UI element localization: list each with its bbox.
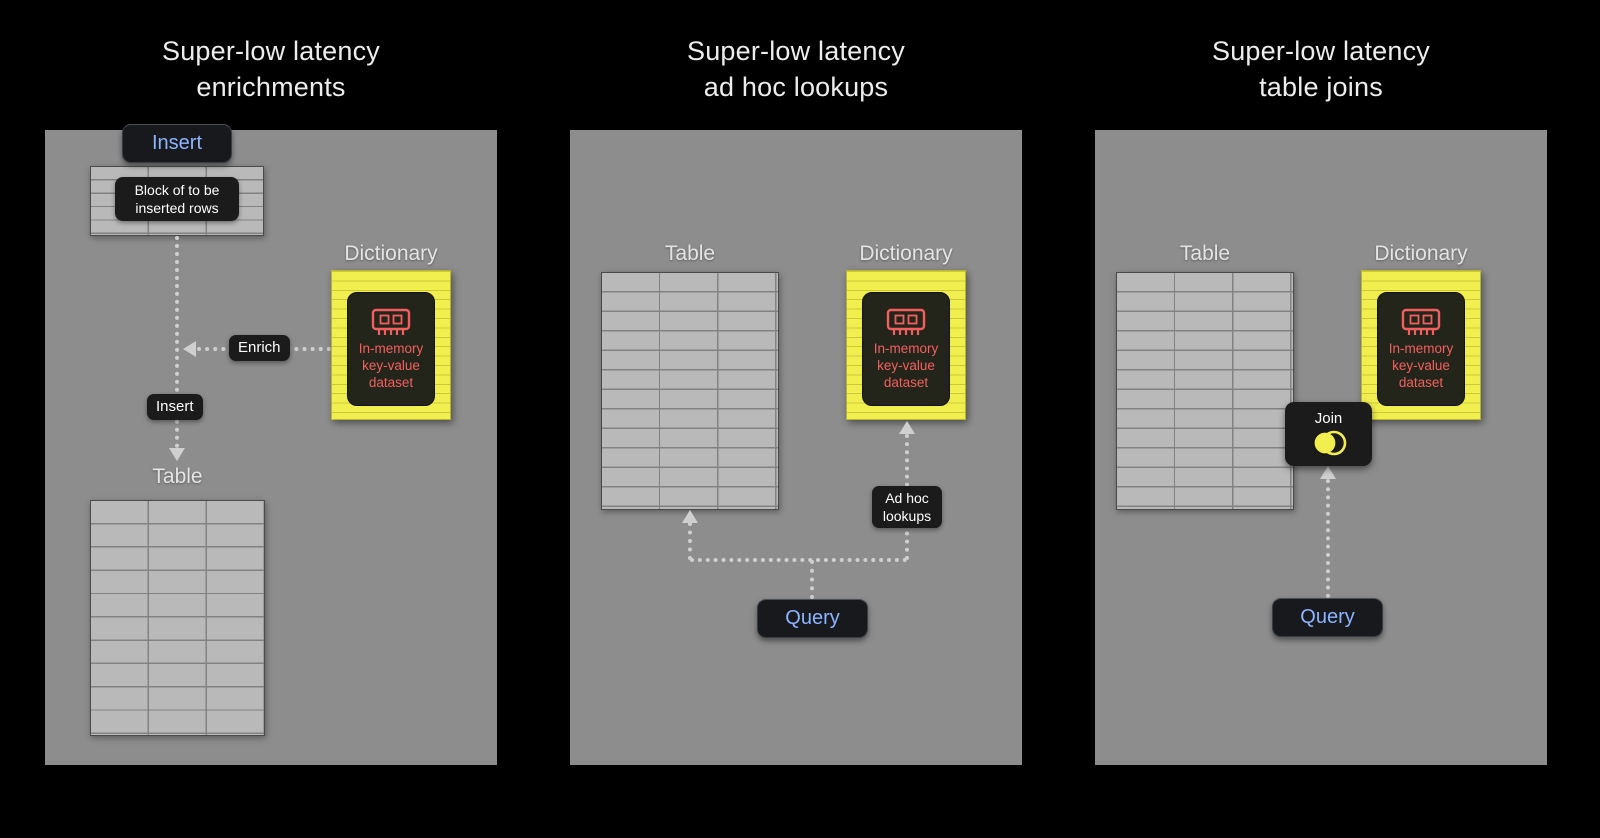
dictionary-text: In-memory key-value dataset <box>358 340 424 391</box>
in-memory-dataset-card: In-memory key-value dataset <box>862 292 950 406</box>
join-arrowhead-icon <box>1320 466 1336 479</box>
title-line-1: Super-low latency <box>161 36 380 66</box>
query-branch-line <box>690 558 907 562</box>
table-grid <box>90 500 265 736</box>
dictionary-text: In-memory key-value dataset <box>1388 340 1454 391</box>
join-venn-icon <box>1312 430 1346 456</box>
table-arrowhead-icon <box>682 510 698 523</box>
title-adhoc-lookups: Super-low latency ad hoc lookups <box>570 33 1022 105</box>
query-button-label: Query <box>1300 606 1355 628</box>
insert-arrowhead-icon <box>169 448 185 461</box>
table-label: Table <box>152 465 203 488</box>
dictionary-box: In-memory key-value dataset <box>331 270 451 420</box>
memory-icon <box>1401 308 1441 335</box>
insert-flow-line <box>175 236 179 448</box>
query-stem-line <box>810 560 814 599</box>
insert-button[interactable]: Insert <box>122 124 232 163</box>
title-enrichments: Super-low latency enrichments <box>45 33 497 105</box>
insert-flow-label: Insert <box>147 394 203 420</box>
dictionary-label: Dictionary <box>344 242 438 265</box>
panel-table-joins: Table Dictionary In-memory key-value dat… <box>1095 130 1547 765</box>
panel-enrichments: Insert Block of to be inserted rows Enri… <box>45 124 497 765</box>
query-button[interactable]: Query <box>757 599 868 638</box>
dictionary-box: In-memory key-value dataset <box>1361 270 1481 420</box>
dictionary-label: Dictionary <box>859 242 953 265</box>
in-memory-dataset-card: In-memory key-value dataset <box>347 292 435 406</box>
join-label: Join <box>1314 410 1343 427</box>
dictionary-text: In-memory key-value dataset <box>873 340 939 391</box>
title-line-1: Super-low latency <box>686 36 905 66</box>
table-label: Table <box>1179 242 1231 265</box>
memory-icon <box>886 308 926 335</box>
join-node: Join <box>1285 402 1372 466</box>
adhoc-lookups-label: Ad hoc lookups <box>872 486 942 529</box>
table-label: Table <box>664 242 716 265</box>
dictionary-box: In-memory key-value dataset <box>846 270 966 420</box>
query-button[interactable]: Query <box>1272 598 1383 637</box>
dictionary-arrowhead-icon <box>899 421 915 434</box>
panel-adhoc-lookups: Table Dictionary In-memory key-value dat… <box>570 130 1022 765</box>
table-grid <box>601 272 779 510</box>
dictionary-label: Dictionary <box>1374 242 1468 265</box>
query-join-line <box>1326 479 1330 598</box>
title-line-2: enrichments <box>196 72 346 102</box>
query-button-label: Query <box>785 607 840 629</box>
memory-icon <box>371 308 411 335</box>
in-memory-dataset-card: In-memory key-value dataset <box>1377 292 1465 406</box>
enrich-arrowhead-icon <box>183 341 196 357</box>
title-table-joins: Super-low latency table joins <box>1095 33 1547 105</box>
block-rows-label: Block of to be inserted rows <box>115 177 239 222</box>
insert-button-label: Insert <box>151 132 203 154</box>
enrich-label: Enrich <box>229 335 290 361</box>
title-line-2: table joins <box>1259 72 1383 102</box>
table-grid <box>1116 272 1294 510</box>
title-line-1: Super-low latency <box>1211 36 1430 66</box>
table-branch-line <box>688 522 692 560</box>
title-line-2: ad hoc lookups <box>703 72 889 102</box>
